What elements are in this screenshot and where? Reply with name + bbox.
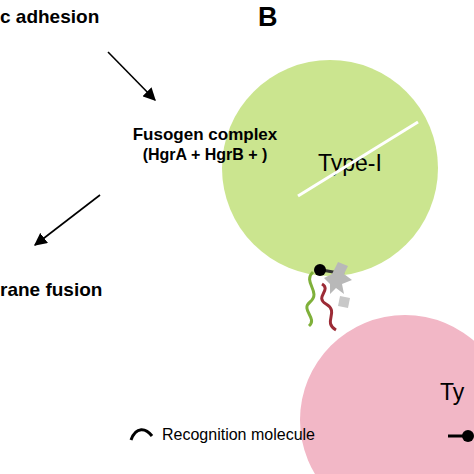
node-text: Fusogen complex: [95, 125, 315, 145]
cell-circle: Ty: [300, 315, 474, 474]
legend-ball: [462, 430, 474, 442]
node-text: Type-I: [318, 150, 382, 176]
legend-stick: [448, 435, 466, 438]
flow-arrow: [35, 195, 100, 245]
node-text: rane fusion: [0, 279, 102, 301]
grey-molecule: [338, 296, 350, 308]
cell-division-line: [298, 122, 418, 196]
flow-arrow: [108, 52, 155, 100]
fusogen-stick: [322, 270, 344, 274]
text-node: Fusogen complex(HgrA + HgrB + ): [95, 100, 315, 195]
legend-text: Recognition molecule: [162, 426, 315, 444]
recognition-molecule: [322, 284, 336, 330]
node-text: (HgrA + HgrB + ): [95, 146, 315, 164]
grey-molecule: [324, 262, 352, 294]
text-node: rane fusion: [0, 245, 130, 300]
node-text: c adhesion: [0, 6, 99, 28]
text-node: c adhesion: [0, 0, 130, 52]
cell-circle: Type-I: [222, 60, 438, 276]
node-text: Ty: [440, 379, 464, 405]
fusogen-ball: [314, 264, 326, 276]
recognition-molecule: [307, 272, 314, 326]
legend-squiggle: [131, 430, 152, 440]
panel-letter: B: [258, 3, 278, 33]
